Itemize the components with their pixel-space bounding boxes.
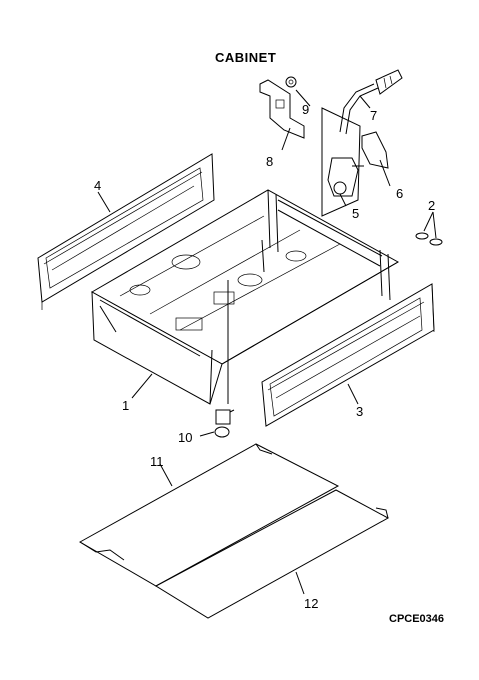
part-5-valve[interactable] (327, 157, 364, 197)
part-10-fitting[interactable] (214, 409, 235, 438)
callout-6: 6 (396, 186, 403, 201)
callout-11: 11 (150, 454, 164, 469)
part-4-left-side-panel[interactable] (37, 153, 215, 310)
callout-4: 4 (94, 178, 101, 193)
part-11-bottom-plate[interactable] (78, 443, 340, 587)
diagram-title: CABINET (215, 50, 277, 65)
part-6-plate[interactable] (361, 131, 389, 169)
callout-2: 2 (428, 198, 435, 213)
callout-10: 10 (178, 430, 192, 445)
part-2-washers[interactable] (415, 211, 443, 246)
part-8-bracket[interactable] (259, 79, 305, 139)
callout-12: 12 (304, 596, 318, 611)
callout-labels: 4 9 7 8 6 5 2 1 3 10 11 12 (94, 102, 435, 611)
callout-1: 1 (122, 398, 129, 413)
drawing-code: CPCE0346 (389, 613, 445, 625)
part-7-handle[interactable] (321, 69, 403, 217)
callout-9: 9 (302, 102, 309, 117)
callout-5: 5 (352, 206, 359, 221)
leader-lines (97, 89, 391, 595)
part-9-nut[interactable] (285, 76, 297, 88)
part-3-front-panel[interactable] (261, 283, 435, 427)
part-12-bottom-plate[interactable] (154, 489, 390, 619)
callout-8: 8 (266, 154, 273, 169)
part-1-cabinet-body[interactable] (90, 189, 400, 405)
callout-3: 3 (356, 404, 363, 419)
callout-7: 7 (370, 108, 377, 123)
